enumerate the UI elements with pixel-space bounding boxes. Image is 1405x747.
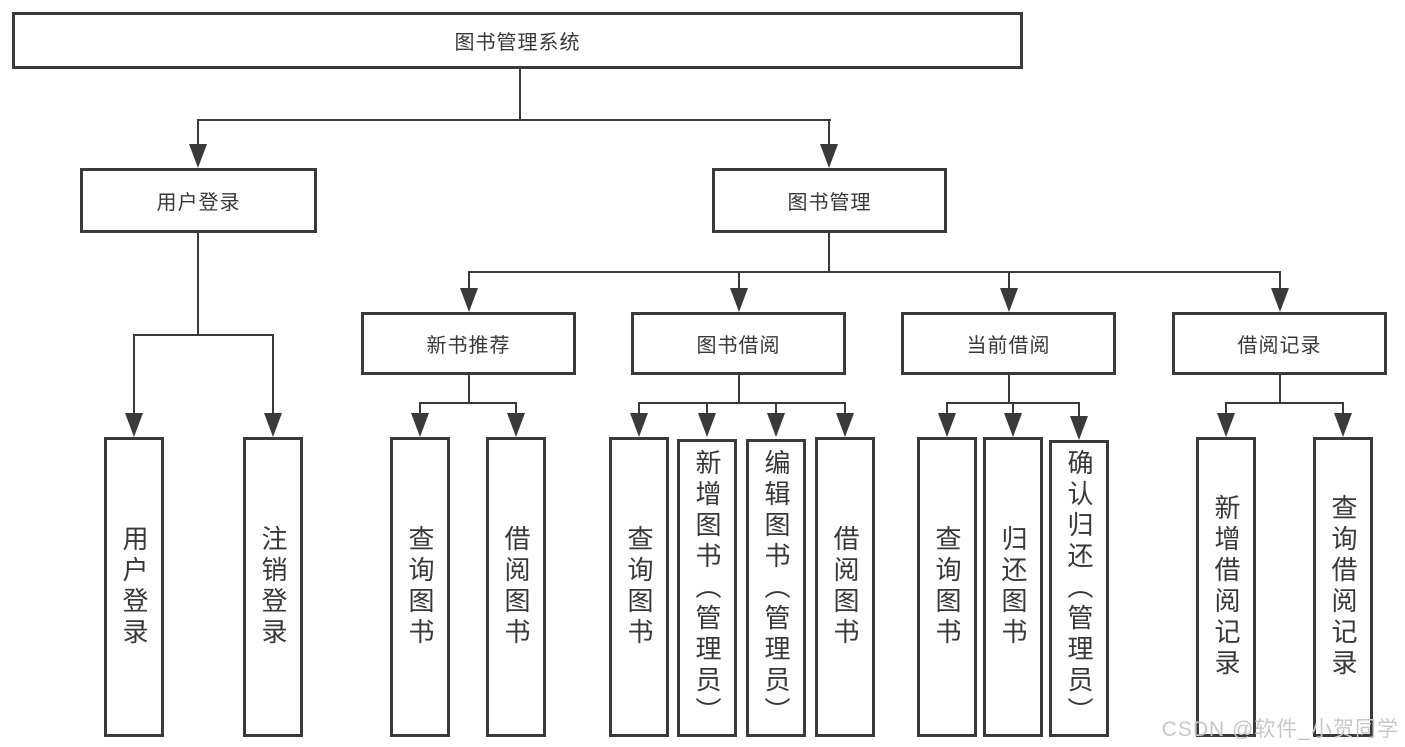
edge-line xyxy=(468,271,470,293)
edge-line xyxy=(946,402,948,416)
leaf-borrow-books-borrowing: 借阅图书 xyxy=(815,437,875,737)
arrow-down-icon xyxy=(1217,413,1235,437)
edge-line xyxy=(1225,402,1227,416)
leaf-user-login-label: 用户登录 xyxy=(119,525,149,649)
edge-line xyxy=(197,119,199,149)
arrow-down-icon xyxy=(189,144,207,168)
edge-line xyxy=(468,375,470,404)
edge-line xyxy=(1279,375,1281,404)
leaf-return-books-label: 归还图书 xyxy=(998,525,1028,649)
edge-line xyxy=(1225,402,1344,404)
edge-line xyxy=(1012,402,1014,416)
edge-line xyxy=(1008,375,1010,404)
node-borrowing-records: 借阅记录 xyxy=(1172,312,1387,375)
node-user-login: 用户登录 xyxy=(80,168,317,233)
arrow-down-icon xyxy=(630,413,648,437)
leaf-edit-book-admin-label: 编辑图书（管理员） xyxy=(761,448,791,728)
node-root-label: 图书管理系统 xyxy=(454,32,581,54)
edge-line xyxy=(1078,402,1080,418)
node-current-borrowing-label: 当前借阅 xyxy=(966,335,1051,357)
arrow-down-icon xyxy=(1000,288,1018,312)
edge-line xyxy=(519,69,521,121)
arrow-down-icon xyxy=(1334,413,1352,437)
edge-line xyxy=(468,271,1281,273)
leaf-borrow-books-recommend: 借阅图书 xyxy=(486,437,546,737)
leaf-logout: 注销登录 xyxy=(243,437,303,737)
arrow-down-icon xyxy=(1271,288,1289,312)
leaf-query-borrow-record-label: 查询借阅记录 xyxy=(1328,494,1358,680)
edge-line xyxy=(133,334,274,336)
leaf-add-borrow-record: 新增借阅记录 xyxy=(1196,437,1256,737)
leaf-return-books: 归还图书 xyxy=(983,437,1043,737)
arrow-down-icon xyxy=(507,413,525,437)
edge-line xyxy=(133,334,135,416)
leaf-logout-label: 注销登录 xyxy=(258,525,288,649)
leaf-query-borrow-record: 查询借阅记录 xyxy=(1313,437,1373,737)
arrow-down-icon xyxy=(730,288,748,312)
edge-line xyxy=(844,402,846,416)
arrow-down-icon xyxy=(938,413,956,437)
node-book-management: 图书管理 xyxy=(712,168,947,233)
leaf-confirm-return-admin-label: 确认归还（管理员） xyxy=(1064,449,1094,728)
arrow-down-icon xyxy=(698,413,716,437)
arrow-down-icon xyxy=(411,413,429,437)
edge-line xyxy=(197,119,831,121)
arrow-down-icon xyxy=(1004,413,1022,437)
edge-line xyxy=(1279,271,1281,293)
leaf-query-books-current-label: 查询图书 xyxy=(932,525,962,649)
edge-line xyxy=(828,119,830,149)
node-root: 图书管理系统 xyxy=(12,12,1023,69)
edge-line xyxy=(638,402,846,404)
node-book-borrowing-label: 图书借阅 xyxy=(696,335,781,357)
edge-line xyxy=(738,375,740,404)
node-current-borrowing: 当前借阅 xyxy=(901,312,1116,375)
arrow-down-icon xyxy=(1070,416,1088,440)
leaf-query-books-borrowing-label: 查询图书 xyxy=(624,525,654,649)
leaf-query-books-current: 查询图书 xyxy=(917,437,977,737)
leaf-edit-book-admin: 编辑图书（管理员） xyxy=(746,439,806,737)
node-new-book-recommend: 新书推荐 xyxy=(361,312,576,375)
edge-line xyxy=(828,233,830,273)
edge-line xyxy=(419,402,421,416)
leaf-add-book-admin-label: 新增图书（管理员） xyxy=(692,448,722,728)
edge-line xyxy=(638,402,640,416)
leaf-query-books-recommend: 查询图书 xyxy=(390,437,450,737)
edge-line xyxy=(738,271,740,293)
node-book-management-label: 图书管理 xyxy=(787,192,872,214)
edge-line xyxy=(775,402,777,416)
node-new-book-recommend-label: 新书推荐 xyxy=(426,335,511,357)
edge-line xyxy=(706,402,708,416)
edge-line xyxy=(515,402,517,416)
edge-line xyxy=(1008,271,1010,293)
arrow-down-icon xyxy=(820,144,838,168)
edge-line xyxy=(419,402,517,404)
leaf-borrow-books-borrowing-label: 借阅图书 xyxy=(830,525,860,649)
leaf-confirm-return-admin: 确认归还（管理员） xyxy=(1049,440,1109,737)
node-user-login-label: 用户登录 xyxy=(156,192,241,214)
node-book-borrowing: 图书借阅 xyxy=(631,312,846,375)
leaf-add-borrow-record-label: 新增借阅记录 xyxy=(1211,494,1241,680)
leaf-query-books-recommend-label: 查询图书 xyxy=(405,525,435,649)
leaf-query-books-borrowing: 查询图书 xyxy=(609,437,669,737)
leaf-user-login: 用户登录 xyxy=(104,437,164,737)
arrow-down-icon xyxy=(460,288,478,312)
node-borrowing-records-label: 借阅记录 xyxy=(1237,335,1322,357)
arrow-down-icon xyxy=(767,413,785,437)
leaf-add-book-admin: 新增图书（管理员） xyxy=(677,439,737,737)
edge-line xyxy=(197,233,199,336)
arrow-down-icon xyxy=(125,413,143,437)
edge-line xyxy=(1342,402,1344,416)
arrow-down-icon xyxy=(264,413,282,437)
leaf-borrow-books-recommend-label: 借阅图书 xyxy=(501,525,531,649)
edge-line xyxy=(272,334,274,416)
csdn-watermark: CSDN @软件_小贺同学 xyxy=(1161,718,1399,741)
arrow-down-icon xyxy=(836,413,854,437)
